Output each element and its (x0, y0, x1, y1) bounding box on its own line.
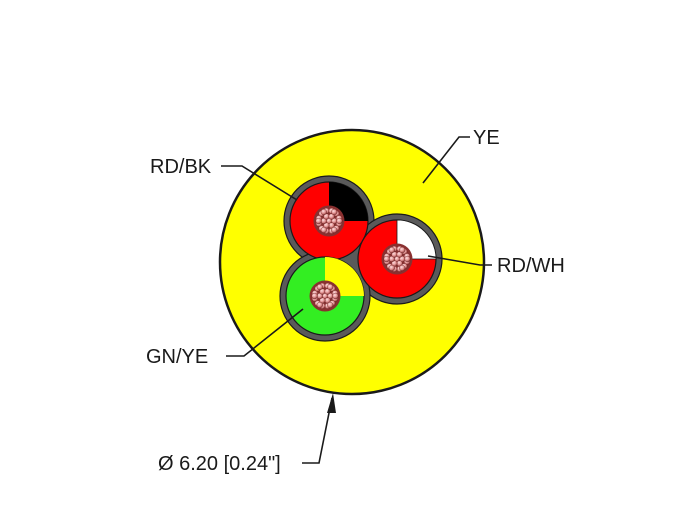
conductor-strand (311, 292, 318, 300)
conductor-strand (399, 264, 406, 272)
conductor-strand (399, 246, 406, 254)
core-rd-wh (357, 219, 437, 299)
conductor-strand (316, 301, 323, 309)
leader-core-bottom (226, 308, 304, 357)
label-diameter: Ø 6.20 [0.24"] (158, 453, 281, 475)
leader-core-right (427, 255, 492, 266)
conductor-strand (331, 226, 338, 234)
conductor-strand (331, 208, 338, 216)
conductor-strand (388, 246, 395, 254)
conductor-strand (327, 283, 334, 291)
diameter-arrowhead (327, 393, 336, 413)
core-gn-ye (285, 256, 365, 336)
conductor-strand (320, 226, 327, 234)
conductor-strands (309, 280, 341, 312)
conductor-strand (336, 217, 343, 225)
conductor-strand (388, 264, 395, 272)
label-core-rd-bk: RD/BK (150, 156, 212, 178)
leader-diameter (302, 397, 333, 464)
conductor-strand (332, 292, 339, 300)
conductor-strand (383, 255, 390, 263)
conductor-strands (381, 243, 413, 275)
conductor-strand (327, 301, 334, 309)
core-rd-bk (289, 181, 369, 261)
conductor-strand (316, 283, 323, 291)
leader-core-top (221, 165, 298, 201)
conductor-strand (320, 208, 327, 216)
label-core-gn-ye: GN/YE (146, 346, 208, 368)
label-jacket-color: YE (473, 127, 500, 149)
conductor-strand (404, 255, 411, 263)
conductor-strand (315, 217, 322, 225)
label-core-rd-wh: RD/WH (497, 255, 565, 277)
conductor-strands (313, 205, 345, 237)
leader-jacket (422, 136, 470, 184)
